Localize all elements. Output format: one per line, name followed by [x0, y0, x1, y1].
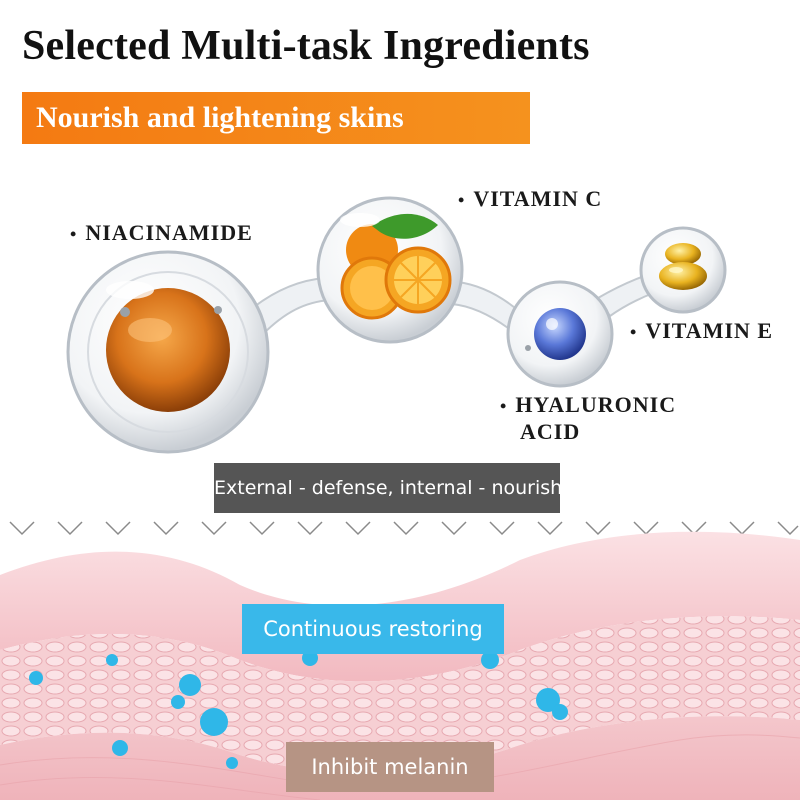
- subtitle-banner: Nourish and lightening skins: [22, 92, 530, 144]
- skin-cell-layer: [0, 616, 800, 773]
- label-vitamin-c: •VITAMIN C: [458, 186, 603, 211]
- skin-deep-layer: [0, 716, 800, 800]
- hyaluronic-acid-bubble: [506, 280, 614, 388]
- niacinamide-bubble: [66, 250, 270, 454]
- ingredient-molecule-illustration: [66, 196, 727, 454]
- page-title: Selected Multi-task Ingredients: [22, 23, 590, 69]
- vitamin-c-bubble: [316, 196, 464, 344]
- label-hyaluronic-acid: •HYALURONIC ACID: [500, 392, 677, 444]
- label-niacinamide: •NIACINAMIDE: [70, 220, 253, 245]
- vitamin-e-bubble: [639, 226, 727, 314]
- active-droplets: [29, 650, 568, 769]
- label-vitamin-e: •VITAMIN E: [630, 318, 774, 343]
- caption-defense-nourish: External - defense, internal - nourish: [214, 463, 562, 513]
- caption-inhibit-melanin: Inhibit melanin: [286, 742, 494, 792]
- caption-continuous-restoring: Continuous restoring: [242, 604, 504, 654]
